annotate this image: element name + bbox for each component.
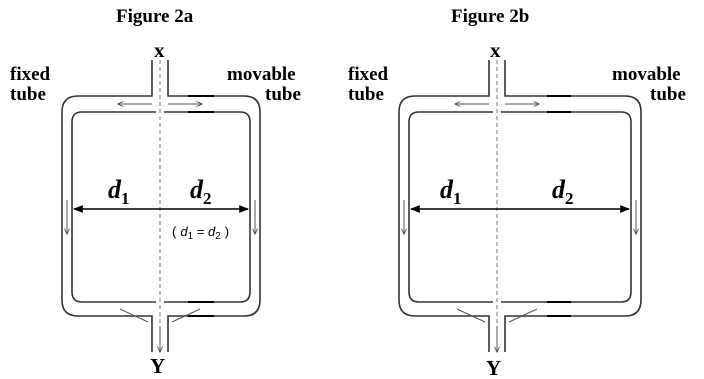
figure-2b-flow-merge-right [508,308,538,323]
figure-2b-movable-label-2: tube [650,84,686,105]
figure-2a-flow-merge-right [171,308,201,323]
figure-2a-d1-label: d1 [108,175,130,208]
figure-2a-flow-merge-left [119,308,149,323]
figure-2b-fixed-label-2: tube [348,84,384,105]
figure-2a-tube [61,60,261,352]
figure-2b-flow-merge-left [456,308,486,323]
figure-2b-d2-label: d2 [552,175,574,208]
figure-2b-port-x: x [490,38,501,62]
figure-2a-d2-label: d2 [190,175,212,208]
figure-2a-fixed-label-2: tube [10,84,46,105]
figure-2b-port-y: Y [486,356,501,379]
figure-2b-fixed-label: fixed [348,64,389,85]
figure-2a-title: Figure 2a [116,6,194,27]
figure-2a-fixed-label: fixed [10,64,51,85]
figure-2b-d1-label: d1 [440,175,462,208]
figure-2a-movable-label-2: tube [265,84,301,105]
figure-2a-movable-label: movable [227,64,296,85]
figure-2a: Figure 2a x Y fixed tube movable tube [10,6,301,378]
figure-2b: Figure 2b x Y fixed tube movable tube d1… [348,6,686,379]
figure-2a-port-y: Y [150,354,165,378]
figure-2b-title: Figure 2b [451,6,529,27]
figure-2a-equality-note: (d1 = d2) [172,224,229,242]
figure-2b-movable-label: movable [612,64,681,85]
figure-2a-port-x: x [154,38,165,62]
figure-2b-tube [398,60,642,352]
